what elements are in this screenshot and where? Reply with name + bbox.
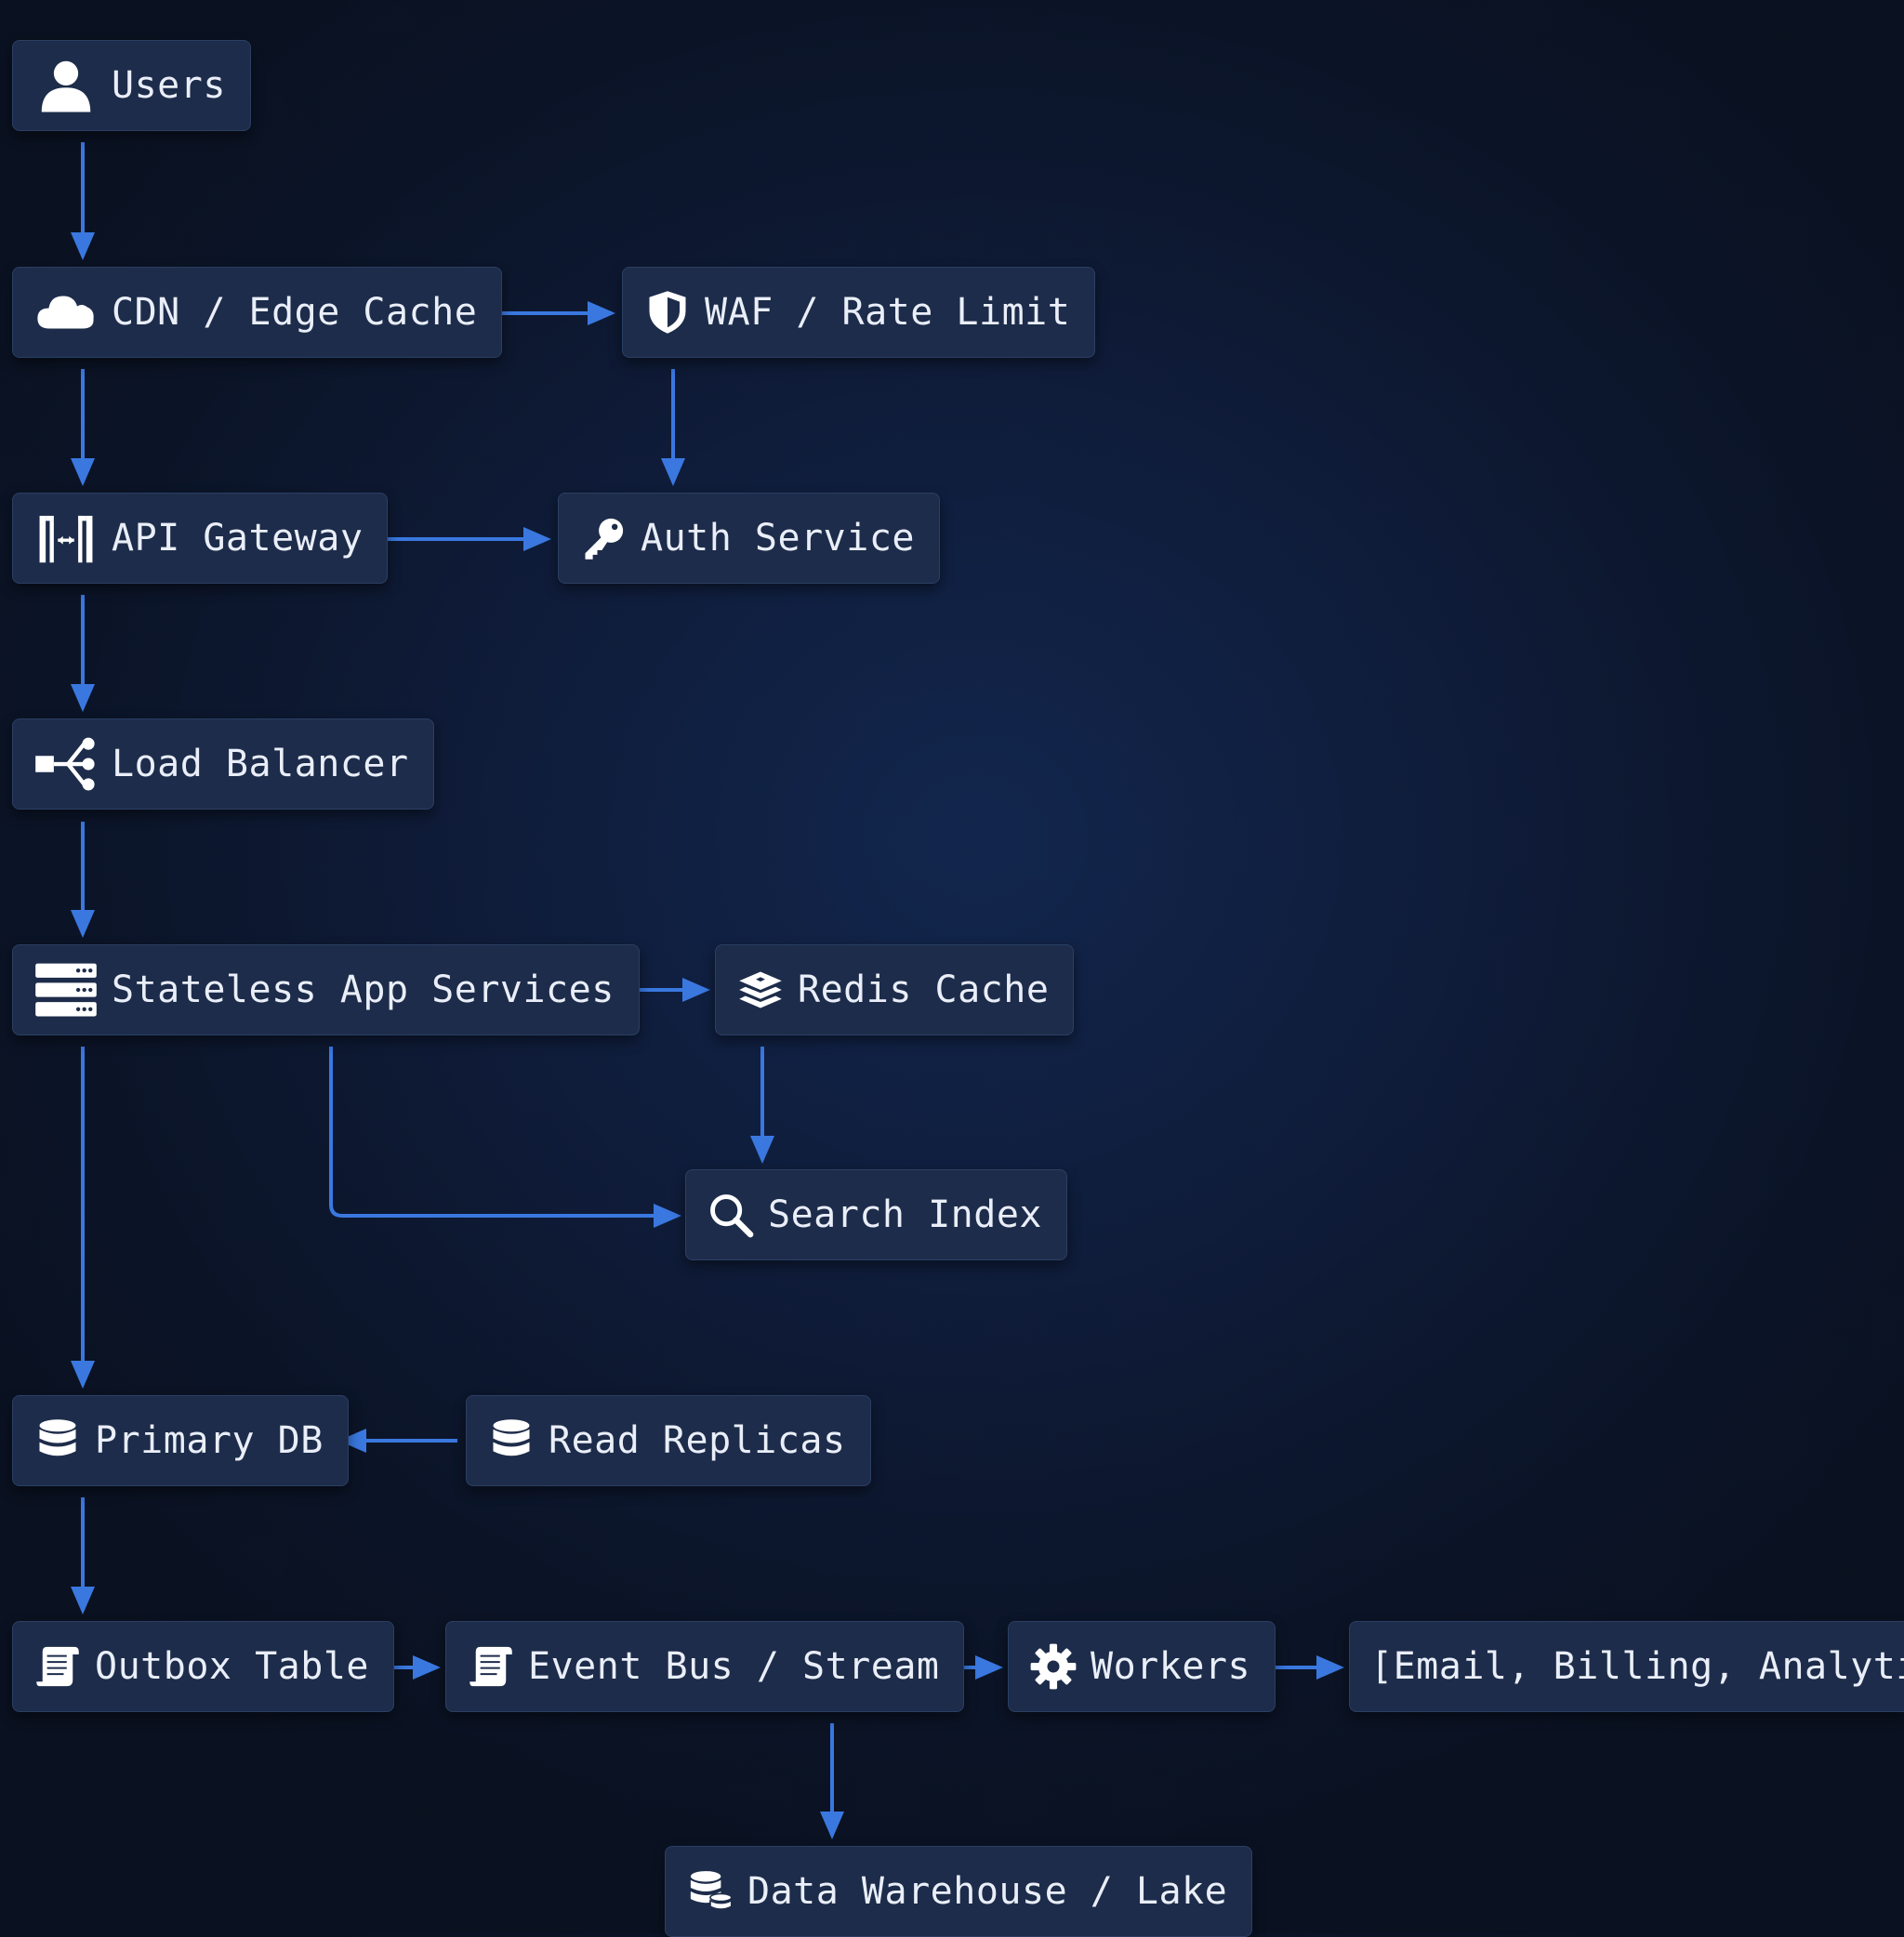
node-cdn-label: CDN / Edge Cache	[112, 291, 478, 334]
database-icon	[487, 1408, 536, 1473]
node-replicas[interactable]: Read Replicas	[466, 1395, 871, 1486]
scroll-icon	[33, 1634, 82, 1699]
node-users[interactable]: Users	[12, 40, 251, 131]
node-lb[interactable]: Load Balancer	[12, 718, 434, 810]
user-icon	[33, 53, 99, 118]
load-balancer-icon	[33, 731, 99, 797]
cloud-icon	[33, 280, 99, 345]
layers-icon	[736, 957, 785, 1022]
node-auth-label: Auth Service	[641, 517, 915, 560]
gear-icon	[1029, 1634, 1078, 1699]
node-outbox[interactable]: Outbox Table	[12, 1621, 394, 1712]
database-icon	[33, 1408, 82, 1473]
node-workers-label: Workers	[1091, 1645, 1251, 1688]
node-waf-label: WAF / Rate Limit	[705, 291, 1071, 334]
node-warehouse-label: Data Warehouse / Lake	[747, 1870, 1228, 1913]
node-primary-label: Primary DB	[95, 1419, 324, 1462]
database-stack-icon	[686, 1859, 734, 1924]
search-icon	[707, 1182, 755, 1247]
node-users-label: Users	[112, 64, 226, 107]
node-eventbus[interactable]: Event Bus / Stream	[445, 1621, 965, 1712]
shield-icon	[643, 280, 692, 345]
node-warehouse[interactable]: Data Warehouse / Lake	[665, 1846, 1253, 1937]
node-waf[interactable]: WAF / Rate Limit	[622, 267, 1096, 358]
node-consumers[interactable]: [Email, Billing, Analytics]	[1349, 1621, 1904, 1712]
node-replicas-label: Read Replicas	[549, 1419, 846, 1462]
node-gateway[interactable]: API Gateway	[12, 493, 389, 584]
node-primary[interactable]: Primary DB	[12, 1395, 349, 1486]
node-eventbus-label: Event Bus / Stream	[528, 1645, 940, 1688]
node-cdn[interactable]: CDN / Edge Cache	[12, 267, 503, 358]
node-redis[interactable]: Redis Cache	[715, 944, 1075, 1035]
server-stack-icon	[33, 957, 99, 1022]
edge-app-search	[329, 1047, 681, 1228]
node-app-label: Stateless App Services	[112, 968, 615, 1011]
key-icon	[579, 506, 628, 571]
node-gateway-label: API Gateway	[112, 517, 364, 560]
node-consumers-label: [Email, Billing, Analytics]	[1370, 1645, 1904, 1688]
node-search-label: Search Index	[768, 1193, 1042, 1236]
scroll-icon	[467, 1634, 515, 1699]
node-search[interactable]: Search Index	[685, 1169, 1067, 1260]
node-auth[interactable]: Auth Service	[558, 493, 940, 584]
node-lb-label: Load Balancer	[112, 743, 409, 785]
node-redis-label: Redis Cache	[798, 968, 1050, 1011]
node-workers[interactable]: Workers	[1008, 1621, 1276, 1712]
node-outbox-label: Outbox Table	[95, 1645, 369, 1688]
node-app[interactable]: Stateless App Services	[12, 944, 640, 1035]
gateway-icon	[33, 506, 99, 571]
